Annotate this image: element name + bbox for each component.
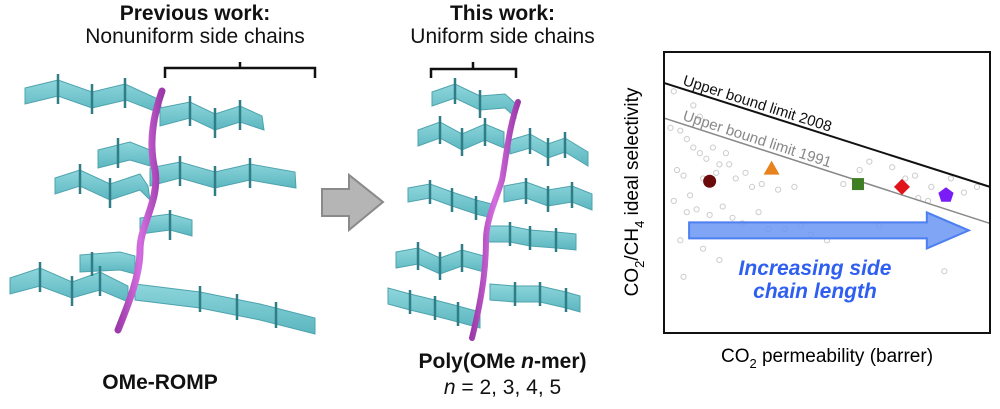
- side-chain: [134, 283, 316, 335]
- background-point: [683, 209, 690, 216]
- background-point: [911, 172, 919, 179]
- background-point: [680, 172, 687, 179]
- background-point: [775, 186, 782, 193]
- side-chain: [97, 141, 151, 169]
- background-point: [791, 183, 798, 190]
- left-side-chain-fins: [38, 74, 278, 328]
- background-point: [700, 245, 707, 252]
- poly-ome-caption: Poly(OMe n-mer): [380, 350, 625, 374]
- upper-bound-2008-line: [663, 81, 991, 188]
- background-point: [719, 203, 726, 210]
- side-chain: [487, 225, 577, 251]
- left-bracket: [163, 62, 317, 78]
- background-point: [690, 144, 697, 151]
- annotation-line-2: chain length: [753, 280, 877, 303]
- background-point: [726, 161, 733, 168]
- background-point: [677, 237, 684, 244]
- this-work-heading: This work:: [449, 2, 555, 25]
- background-point: [690, 102, 697, 109]
- square-marker-n-3: [851, 178, 864, 191]
- background-point: [856, 166, 863, 174]
- background-point: [709, 144, 717, 151]
- left-backbone: [114, 87, 166, 334]
- background-point: [716, 161, 723, 168]
- polymer-illustrations: [9, 62, 593, 341]
- left-side-chains: [9, 79, 316, 335]
- background-point: [722, 150, 730, 157]
- background-point: [703, 155, 710, 162]
- caption-prefix: Poly(OMe: [418, 350, 522, 373]
- background-point: [748, 183, 756, 190]
- background-point: [680, 273, 687, 280]
- background-point: [866, 158, 873, 165]
- uniform-subheading: Uniform side chains: [410, 25, 595, 48]
- pentagon-marker-n-5: [938, 187, 954, 202]
- side-chain: [9, 267, 129, 303]
- background-point: [889, 164, 896, 171]
- side-chain: [149, 161, 297, 189]
- background-point: [686, 192, 694, 199]
- background-point: [706, 211, 713, 219]
- background-point: [732, 175, 739, 182]
- background-point: [755, 209, 762, 216]
- middle-side-chain-fins: [408, 78, 574, 326]
- background-point: [902, 175, 909, 182]
- caption-suffix: -mer): [534, 350, 587, 373]
- side-chain: [24, 79, 163, 115]
- n-values: = 2, 3, 4, 5: [455, 376, 562, 399]
- data-markers: [703, 160, 954, 202]
- side-chain: [54, 169, 151, 202]
- middle-backbone: [469, 99, 521, 341]
- x-axis-label: CO2 permeability (barrer): [721, 346, 933, 371]
- background-point: [947, 175, 954, 182]
- middle-bracket: [429, 62, 518, 78]
- increasing-arrow-icon: [688, 210, 972, 250]
- background-point: [840, 180, 847, 188]
- background-point: [973, 183, 981, 190]
- background-point: [729, 214, 736, 221]
- side-chain: [407, 183, 493, 219]
- side-chain: [489, 283, 581, 313]
- background-point: [696, 113, 703, 120]
- omeromp-caption: OMe-ROMP: [102, 371, 218, 394]
- caption-n-italic: n: [521, 350, 534, 373]
- background-point: [677, 127, 684, 134]
- side-chain: [159, 101, 265, 131]
- background-point: [758, 180, 765, 188]
- n-italic: n: [443, 376, 456, 399]
- previous-work-heading: Previous work:: [119, 2, 271, 25]
- background-point: [667, 124, 674, 131]
- upper-bound-1991-line: [663, 117, 991, 225]
- background-point: [960, 189, 968, 196]
- background-point: [670, 197, 677, 205]
- background-point: [670, 88, 677, 95]
- background-point: [716, 256, 723, 264]
- triangle-marker-n-2: [763, 160, 780, 175]
- side-chain: [79, 251, 136, 275]
- y-axis-label: CO2/CH4 ideal selectivity: [622, 87, 647, 296]
- nonuniform-subheading: Nonuniform side chains: [85, 25, 305, 48]
- side-chain: [431, 83, 517, 120]
- right-arrow-icon: [321, 172, 385, 233]
- circle-marker-ome-romp: [703, 174, 717, 188]
- background-point: [713, 169, 720, 176]
- background-point: [941, 268, 948, 275]
- diamond-marker-n-4: [893, 178, 910, 195]
- background-point: [683, 136, 690, 143]
- annotation-line-1: Increasing side: [739, 257, 892, 280]
- background-point: [742, 169, 749, 176]
- background-point: [696, 150, 703, 157]
- plot-frame: [663, 51, 991, 334]
- selectivity-permeability-chart: Upper bound limit 2008 Upper bound limit…: [622, 51, 991, 371]
- n-values-caption: n = 2, 3, 4, 5: [380, 376, 625, 400]
- background-point: [693, 206, 700, 213]
- background-point: [928, 183, 935, 190]
- background-point: [673, 166, 681, 174]
